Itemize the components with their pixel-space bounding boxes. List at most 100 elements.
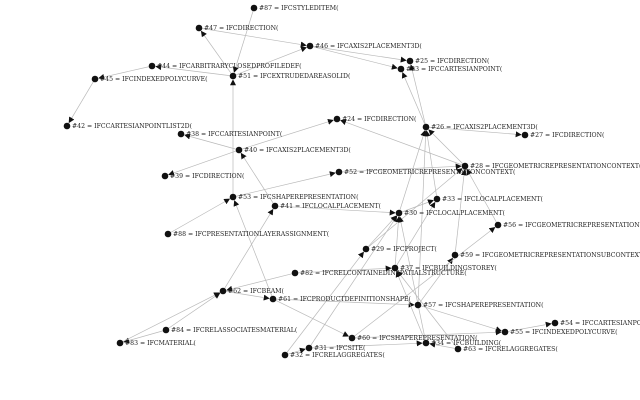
node-47[interactable]: #47 = IFCDIRECTION( [195, 24, 279, 33]
node-25[interactable]: #25 = IFCDIRECTION( [406, 57, 490, 65]
edge-44-to-45 [98, 66, 149, 80]
node-dot-54[interactable] [551, 319, 559, 327]
node-label-61: #61 = IFCPRODUCTDEFINITIONSHAPE( [278, 296, 411, 303]
node-60[interactable]: #60 = IFCSHAPEREPRESENTATION( [348, 334, 478, 343]
node-63[interactable]: #63 = IFCRELAGGREGATES( [454, 345, 558, 354]
edge-37-to-33 [396, 201, 436, 266]
node-82[interactable]: #82 = IFCRELCONTAINEDINSPATIALSTRUCTURE( [291, 269, 467, 278]
edge-31-to-30 [310, 215, 398, 346]
node-46[interactable]: #46 = IFCAXIS2PLACEMENT3D( [306, 42, 422, 51]
node-dot-61[interactable] [269, 295, 277, 303]
node-dot-27[interactable] [521, 131, 529, 139]
node-37[interactable]: #37 = IFCBUILDINGSTOREY( [391, 264, 497, 273]
node-dot-56[interactable] [494, 221, 502, 229]
node-44[interactable]: #44 = IFCARBITRARYCLOSEDPROFILEDEF( [148, 62, 302, 70]
node-dot-37[interactable] [391, 264, 399, 272]
node-dot-45[interactable] [91, 75, 99, 83]
node-dot-83[interactable] [116, 339, 124, 347]
node-83[interactable]: #83 = IFCMATERIAL( [116, 339, 196, 348]
edge-63-to-34 [429, 341, 455, 349]
node-dot-42[interactable] [63, 122, 71, 130]
node-30[interactable]: #30 = IFCLOCALPLACEMENT( [395, 209, 505, 218]
node-dot-84[interactable] [162, 326, 170, 334]
edge-53-to-52 [236, 171, 336, 197]
edge-60-to-55 [355, 329, 502, 339]
node-dot-30[interactable] [395, 209, 403, 217]
node-label-62: #62 = IFCBEAM( [228, 288, 284, 295]
node-label-63: #63 = IFCRELAGGREGATES( [463, 346, 558, 353]
node-31[interactable]: #31 = IFCSITE( [305, 344, 366, 353]
node-53[interactable]: #53 = IFCSHAPEREPRESENTATION( [229, 193, 359, 202]
node-dot-82[interactable] [291, 269, 299, 277]
node-dot-52[interactable] [335, 168, 343, 176]
node-40[interactable]: #40 = IFCAXIS2PLACEMENT3D( [235, 146, 351, 155]
node-dot-28[interactable] [461, 162, 469, 170]
node-dot-34[interactable] [422, 339, 430, 347]
edge-46-to-23 [313, 46, 398, 70]
node-24[interactable]: #24 = IFCDIRECTION( [333, 115, 417, 124]
node-27[interactable]: #27 = IFCDIRECTION( [521, 131, 605, 140]
node-59[interactable]: #59 = IFCGEOMETRICREPRESENTATIONSUBCONTE… [451, 251, 640, 260]
node-label-23: #23 = IFCCARTESIANPOINT( [406, 66, 502, 73]
node-88[interactable]: #88 = IFCPRESENTATIONLAYERASSIGNMENT( [164, 230, 329, 239]
node-label-41: #41 = IFCLOCALPLACEMENT( [280, 203, 381, 210]
node-dot-51[interactable] [229, 72, 237, 80]
node-26[interactable]: #26 = IFCAXIS2PLACEMENT3D( [422, 123, 538, 132]
node-dot-46[interactable] [306, 42, 314, 50]
node-62[interactable]: #62 = IFCBEAM( [219, 287, 284, 296]
node-23[interactable]: #23 = IFCCARTESIANPOINT( [397, 65, 503, 74]
node-dot-88[interactable] [164, 230, 172, 238]
node-dot-39[interactable] [161, 172, 169, 180]
node-dot-60[interactable] [348, 334, 356, 342]
node-87[interactable]: #87 = IFCSTYLEDITEM( [250, 4, 339, 13]
node-label-38: #38 = IFCCARTESIANPOINT( [186, 131, 282, 138]
node-45[interactable]: #45 = IFCINDEXEDPOLYCURVE( [91, 75, 208, 84]
node-dot-38[interactable] [177, 130, 185, 138]
node-34[interactable]: #34 = IFCBUILDING( [422, 339, 501, 348]
node-dot-24[interactable] [333, 115, 341, 123]
node-dot-32[interactable] [281, 351, 289, 359]
node-61[interactable]: #61 = IFCPRODUCTDEFINITIONSHAPE( [269, 295, 411, 304]
node-label-84: #84 = IFCRELASSOCIATESMATERIAL( [171, 327, 297, 334]
edge-82-to-37 [298, 265, 392, 274]
node-29[interactable]: #29 = IFCPROJECT( [362, 245, 437, 254]
node-32[interactable]: #32 = IFCRELAGGREGATES( [281, 351, 385, 360]
node-42[interactable]: #42 = IFCCARTESIANPOINTLIST2D( [63, 122, 192, 131]
node-label-52: #52 = IFCGEOMETRICREPRESENTATIONCONTEXT( [344, 169, 515, 176]
node-dot-62[interactable] [219, 287, 227, 295]
node-dot-47[interactable] [195, 24, 203, 32]
node-dot-41[interactable] [271, 202, 279, 210]
node-dot-33[interactable] [433, 195, 441, 203]
node-55[interactable]: #55 = IFCINDEXEDPOLYCURVE( [501, 328, 618, 337]
node-dot-55[interactable] [501, 328, 509, 336]
node-dot-63[interactable] [454, 345, 462, 353]
node-dot-87[interactable] [250, 4, 258, 12]
node-54[interactable]: #54 = IFCCARTESIANPOINT( [551, 319, 640, 328]
node-dot-57[interactable] [414, 301, 422, 309]
node-dot-44[interactable] [148, 62, 156, 70]
node-38[interactable]: #38 = IFCCARTESIANPOINT( [177, 130, 283, 139]
node-dot-26[interactable] [422, 123, 430, 131]
node-dot-29[interactable] [362, 245, 370, 253]
node-41[interactable]: #41 = IFCLOCALPLACEMENT( [271, 202, 381, 211]
node-label-24: #24 = IFCDIRECTION( [342, 116, 416, 123]
node-52[interactable]: #52 = IFCGEOMETRICREPRESENTATIONCONTEXT( [335, 168, 516, 177]
node-28[interactable]: #28 = IFCGEOMETRICREPRESENTATIONCONTEXT( [461, 162, 640, 171]
node-84[interactable]: #84 = IFCRELASSOCIATESMATERIAL( [162, 326, 298, 335]
node-dot-23[interactable] [397, 65, 405, 73]
node-dot-59[interactable] [451, 251, 459, 259]
node-51[interactable]: #51 = IFCEXTRUDEDAREASOLID( [229, 72, 351, 81]
node-dot-53[interactable] [229, 193, 237, 201]
edge-84-to-62 [168, 292, 221, 329]
node-label-34: #34 = IFCBUILDING( [431, 340, 501, 347]
node-39[interactable]: #39 = IFCDIRECTION( [161, 172, 245, 181]
edge-28-to-26 [428, 129, 463, 164]
node-57[interactable]: #57 = IFCSHAPEREPRESENTATION( [414, 301, 544, 310]
node-label-60: #60 = IFCSHAPEREPRESENTATION( [357, 335, 478, 342]
node-label-83: #83 = IFCMATERIAL( [125, 340, 196, 347]
node-dot-31[interactable] [305, 344, 313, 352]
node-dot-25[interactable] [406, 57, 414, 65]
node-33[interactable]: #33 = IFCLOCALPLACEMENT( [433, 195, 543, 204]
node-dot-40[interactable] [235, 146, 243, 154]
node-56[interactable]: #56 = IFCGEOMETRICREPRESENTATIONSUBCONTE… [494, 221, 640, 230]
